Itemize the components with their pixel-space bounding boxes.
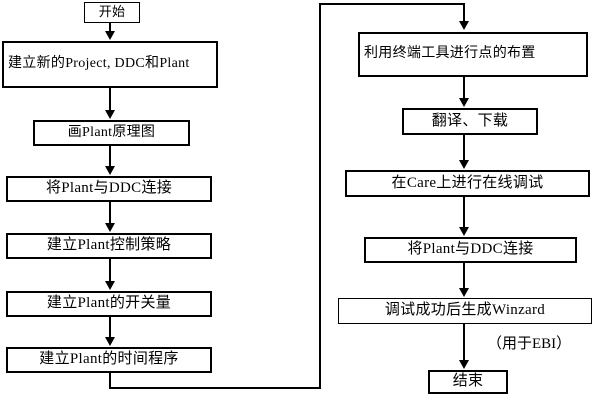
connector-strategy-to-switch bbox=[109, 259, 111, 282]
node-connect-plant-ddc[interactable]: 将Plant与DDC连接 bbox=[6, 176, 212, 202]
arrow-create-to-draw bbox=[105, 110, 115, 119]
connector-bridge-top-right bbox=[319, 3, 465, 5]
connector-start-to-create bbox=[109, 23, 111, 33]
node-create-project-label: 建立新的Project, DDC和Plant bbox=[8, 56, 190, 72]
arrow-switch-to-time bbox=[105, 337, 115, 346]
arrow-debug-to-connect2 bbox=[459, 227, 469, 236]
node-draw-plant[interactable]: 画Plant原理图 bbox=[33, 120, 190, 146]
connector-draw-to-connect bbox=[109, 146, 111, 167]
arrow-translate-to-debug bbox=[459, 160, 469, 169]
node-time-program[interactable]: 建立Plant的时间程序 bbox=[6, 347, 212, 373]
connector-time-down bbox=[109, 373, 111, 389]
node-connect-plant-ddc-label: 将Plant与DDC连接 bbox=[45, 180, 173, 197]
connector-bridge-down-to-terminal bbox=[463, 3, 465, 23]
node-online-debug[interactable]: 在Care上进行在线调试 bbox=[345, 170, 590, 197]
connector-connect-to-strategy bbox=[109, 202, 111, 224]
node-connect-plant-ddc-2-label: 将Plant与DDC连接 bbox=[407, 241, 534, 258]
node-end[interactable]: 结束 bbox=[428, 370, 508, 394]
connector-connect2-to-winzard bbox=[463, 263, 465, 289]
node-generate-winzard[interactable]: 调试成功后生成Winzard bbox=[338, 298, 592, 324]
arrow-start-to-create bbox=[105, 31, 115, 40]
node-terminal-tool-label: 利用终端工具进行点的布置 bbox=[364, 46, 536, 62]
connector-winzard-to-end bbox=[463, 324, 465, 361]
connector-translate-to-debug bbox=[463, 135, 465, 161]
node-online-debug-label: 在Care上进行在线调试 bbox=[391, 174, 544, 191]
node-switch-values[interactable]: 建立Plant的开关量 bbox=[6, 291, 212, 317]
arrow-strategy-to-switch bbox=[105, 281, 115, 290]
connector-create-to-draw bbox=[109, 88, 111, 111]
node-create-project[interactable]: 建立新的Project, DDC和Plant bbox=[2, 41, 218, 88]
arrow-connect-to-strategy bbox=[105, 223, 115, 232]
node-time-program-label: 建立Plant的时间程序 bbox=[39, 351, 179, 368]
arrow-connect2-to-winzard bbox=[459, 288, 469, 297]
arrow-terminal-to-translate bbox=[459, 98, 469, 107]
node-control-strategy[interactable]: 建立Plant控制策略 bbox=[6, 233, 212, 259]
connector-column-bridge-up bbox=[319, 3, 321, 389]
node-draw-plant-label: 画Plant原理图 bbox=[67, 124, 156, 140]
connector-switch-to-time bbox=[109, 317, 111, 338]
node-translate-download-label: 翻译、下载 bbox=[431, 112, 509, 129]
node-control-strategy-label: 建立Plant控制策略 bbox=[46, 237, 172, 254]
connector-terminal-to-translate bbox=[463, 77, 465, 99]
connector-debug-to-connect2 bbox=[463, 197, 465, 228]
node-start-label: 开始 bbox=[98, 4, 126, 20]
node-generate-winzard-label: 调试成功后生成Winzard bbox=[384, 302, 546, 319]
arrow-draw-to-connect bbox=[105, 166, 115, 175]
node-switch-values-label: 建立Plant的开关量 bbox=[46, 295, 172, 312]
node-end-label: 结束 bbox=[452, 373, 484, 390]
node-translate-download[interactable]: 翻译、下载 bbox=[402, 108, 538, 135]
arrow-winzard-to-end bbox=[459, 360, 469, 369]
arrow-bridge-to-terminal bbox=[459, 21, 469, 30]
node-terminal-tool[interactable]: 利用终端工具进行点的布置 bbox=[358, 32, 588, 77]
annotation-used-for-ebi: （用于EBI） bbox=[487, 336, 572, 352]
connector-time-right bbox=[109, 387, 321, 389]
node-start[interactable]: 开始 bbox=[84, 2, 140, 23]
node-connect-plant-ddc-2[interactable]: 将Plant与DDC连接 bbox=[364, 237, 577, 263]
